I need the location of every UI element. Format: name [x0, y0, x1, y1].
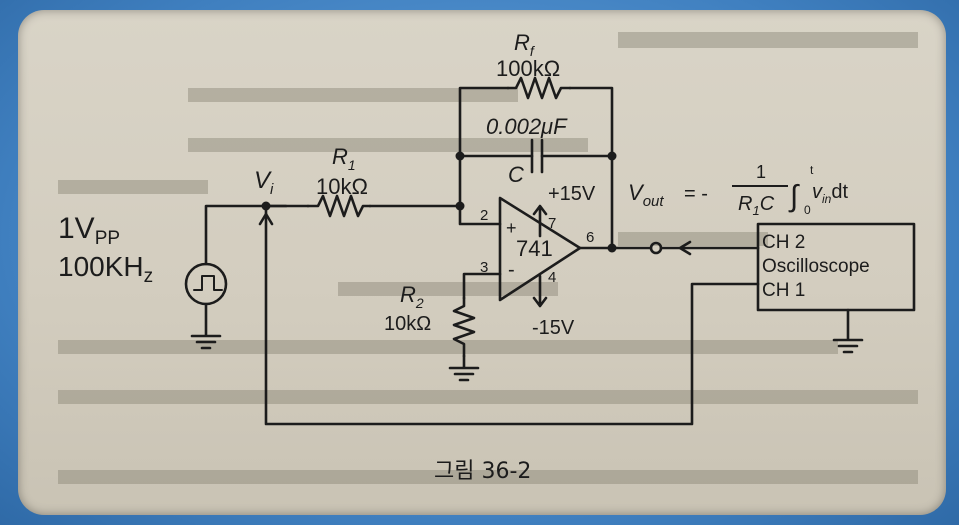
r2-ground-icon: [448, 354, 480, 382]
source-ground-icon: [190, 302, 222, 350]
formula-numerator: 1: [756, 162, 766, 182]
r2-resistor: [452, 296, 476, 358]
vneg-arrow-icon: [532, 274, 548, 308]
scope-ch2: CH 2: [762, 232, 805, 253]
ch1-wire: [264, 204, 760, 426]
inverting-input-wire: [368, 204, 502, 226]
feedback-right-wire: [568, 86, 614, 250]
rf-value: 100kΩ: [496, 56, 560, 81]
junctions: [261, 151, 617, 253]
source-top-wire: [204, 204, 288, 266]
formula-eq: = -: [684, 183, 708, 205]
figure-caption: 그림 36-2: [434, 459, 531, 484]
r1-resistor: [306, 194, 372, 218]
pin7-label: 7: [548, 215, 556, 232]
opamp-label: 741: [516, 236, 553, 261]
formula-upper-limit: t: [810, 163, 814, 177]
pin4-label: 4: [548, 269, 556, 286]
vneg-label: -15V: [532, 317, 575, 339]
noninverting-input-wire: [462, 272, 502, 300]
r1-value: 10kΩ: [316, 174, 368, 199]
vi-label: Vi: [254, 167, 274, 198]
vpos-label: +15V: [548, 183, 596, 205]
circuit-diagram: 1VPP 100KHz Vi R1 10kΩ Rf 100kΩ 0.002μF …: [58, 30, 918, 484]
bleed-through-text: [58, 32, 918, 484]
source-frequency: 100KHz: [58, 251, 153, 287]
rf-resistor: [506, 76, 572, 100]
vpos-arrow-icon: [532, 204, 548, 238]
formula-lhs: Vout: [628, 180, 664, 210]
source-amplitude: 1VPP: [58, 212, 120, 249]
integral-icon: ∫: [788, 180, 800, 213]
r2-label: R2: [400, 282, 424, 311]
pin3-label: 3: [480, 259, 488, 276]
ch1-arrow-icon: [258, 212, 274, 226]
pin2-label: 2: [480, 207, 488, 224]
c-label: C: [508, 162, 524, 187]
oscilloscope-box: [756, 222, 916, 312]
r2-value: 10kΩ: [384, 313, 431, 335]
square-wave-icon: [193, 275, 223, 291]
feedback-left-wire: [458, 86, 510, 208]
ac-source: [184, 262, 228, 306]
scope-ch1: CH 1: [762, 280, 805, 301]
ch2-arrow-icon: [678, 240, 692, 256]
scope-ground-icon: [832, 308, 864, 354]
r1-label: R1: [332, 144, 356, 173]
c-value: 0.002μF: [486, 114, 568, 139]
formula-lower-limit: 0: [804, 203, 811, 217]
formula-denominator: R1C: [738, 193, 775, 218]
plus-sign: +: [506, 218, 517, 238]
pin6-label: 6: [586, 229, 594, 246]
textbook-page: 1VPP 100KHz Vi R1 10kΩ Rf 100kΩ 0.002μF …: [18, 10, 946, 515]
formula-integrand: vindt: [812, 181, 848, 206]
scope-title: Oscilloscope: [762, 256, 870, 277]
minus-sign: -: [508, 259, 515, 281]
rf-label: Rf: [514, 30, 536, 59]
